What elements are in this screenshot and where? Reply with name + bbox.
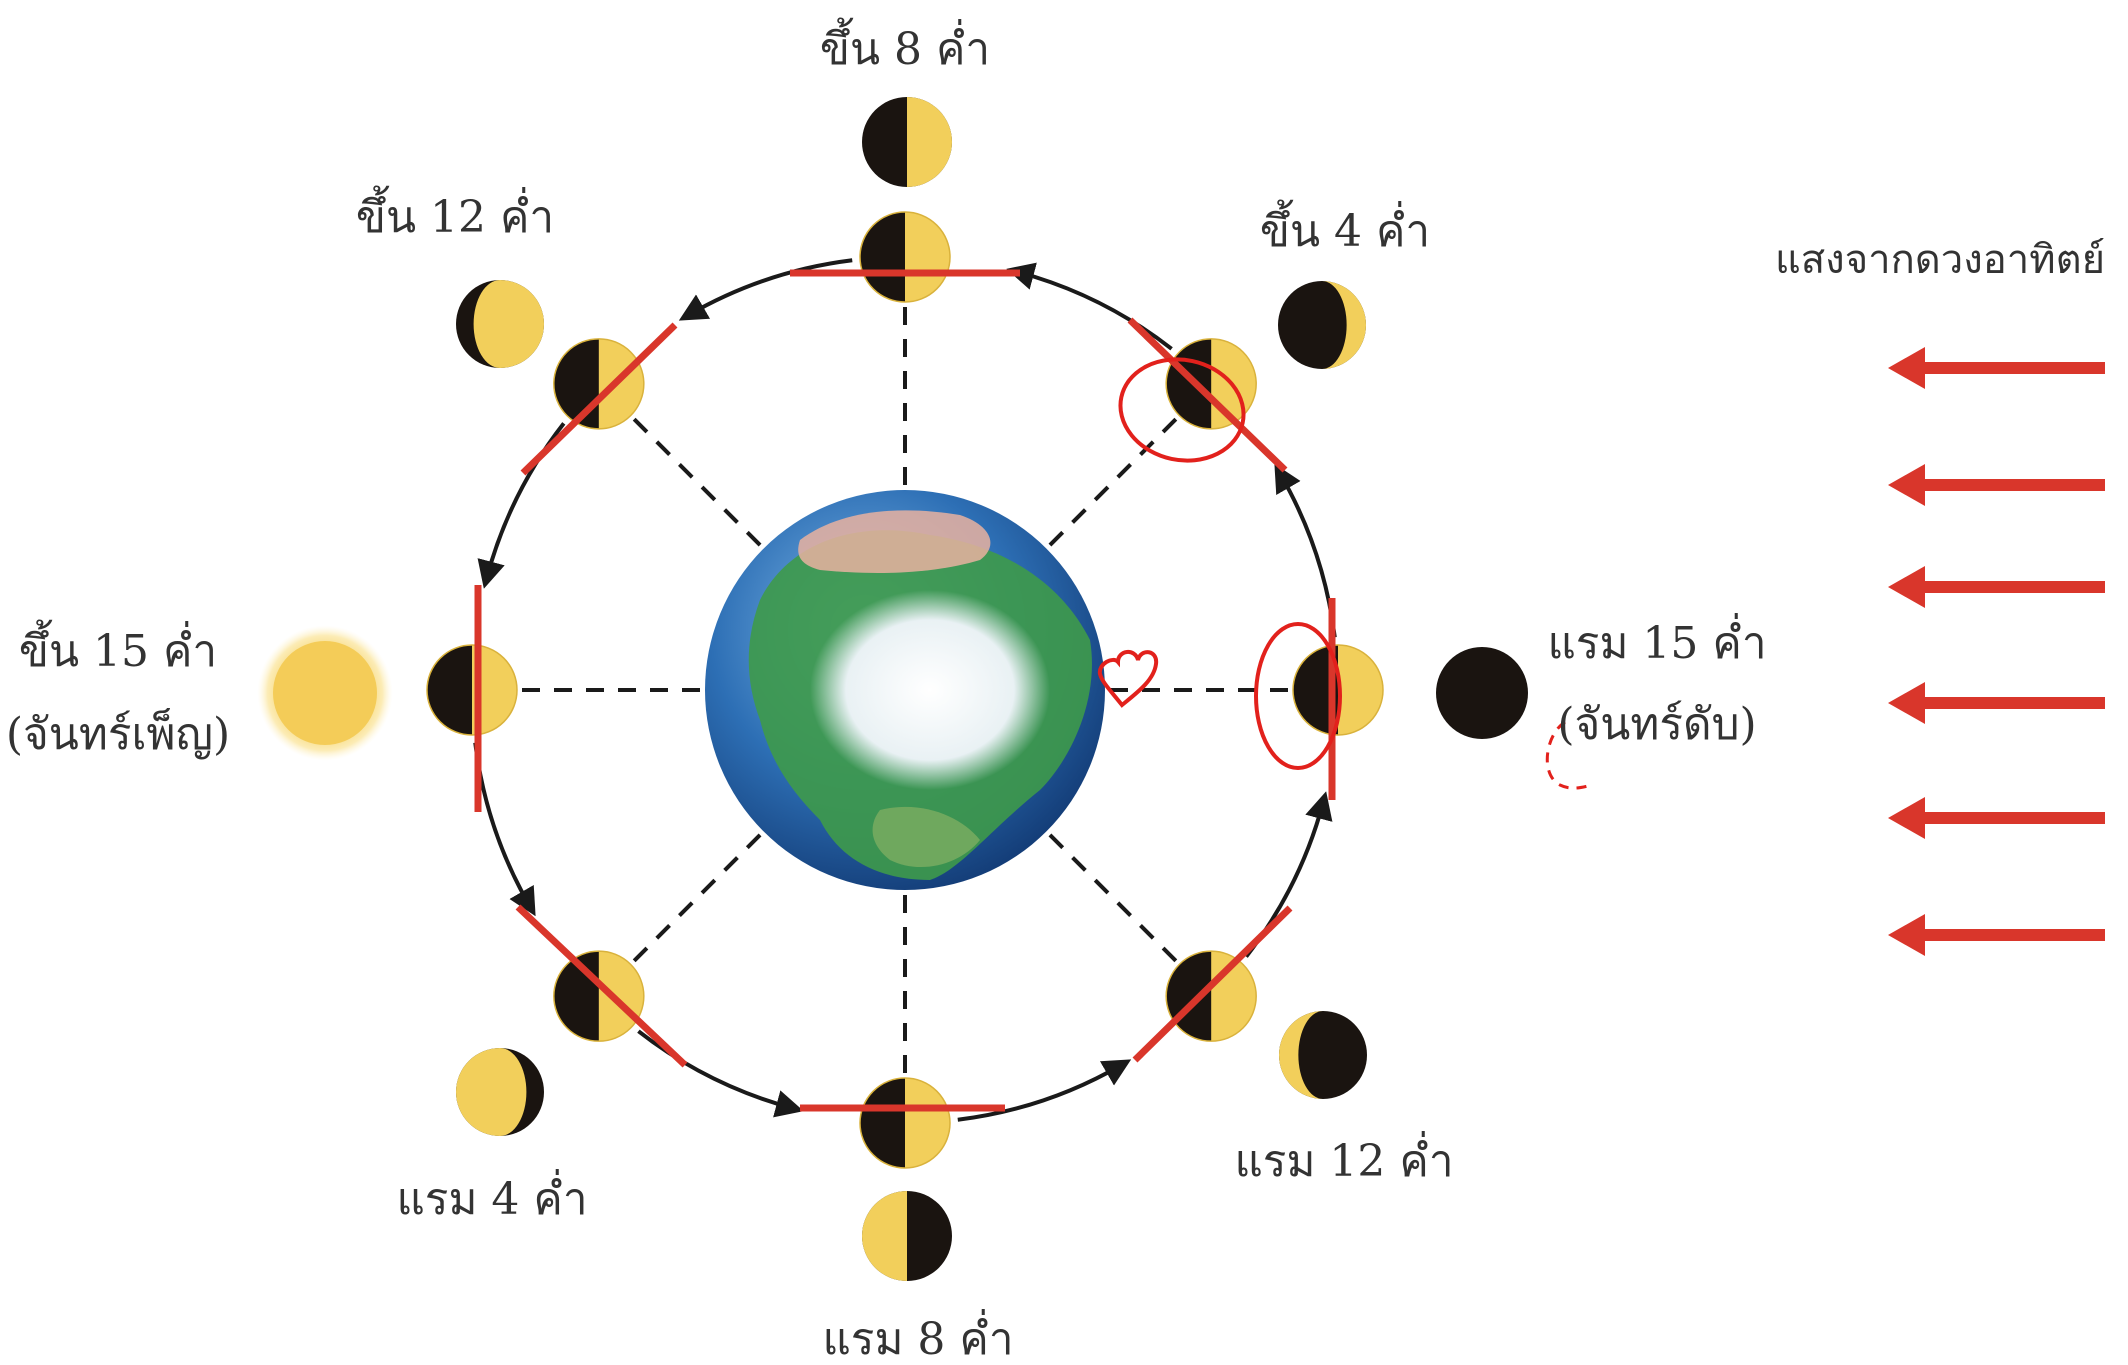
apparent-moon-waxing-12 (456, 280, 544, 369)
sunlight-label: แสงจากดวงอาทิตย์ (1774, 237, 2106, 283)
label-new-sub: (จันทร์ดับ) (1557, 699, 1757, 750)
moon-dark-half (860, 212, 905, 302)
arrow-shaft (1910, 479, 2105, 491)
orbit-arc-2 (678, 258, 853, 321)
label-waning-8: แรม 8 ค่ำ (822, 1314, 1014, 1365)
apparent-moon-waning-12 (1279, 1011, 1367, 1099)
apparent-moon-waxing-8 (862, 97, 952, 187)
earth-south (872, 806, 980, 868)
orbit-moon-full (426, 644, 518, 736)
sunlight-arrow-3 (1888, 566, 2105, 608)
orbit-arc-4 (473, 742, 536, 917)
sunlight-arrow-6 (1888, 914, 2105, 956)
orbit-moon-waning-8 (859, 1077, 951, 1169)
moon-rim (859, 1077, 951, 1169)
moon-lit (1322, 281, 1366, 369)
red-dashed-mark (1545, 720, 1589, 790)
moon-rim (1292, 644, 1384, 736)
orbit-arc-6 (957, 1059, 1132, 1122)
orbit-arc-0 (1274, 463, 1337, 638)
moon-lit (456, 1048, 527, 1136)
moon-rim (1165, 950, 1257, 1042)
moon-lit (862, 1191, 907, 1281)
spoke-5 (631, 833, 762, 964)
arrow-shaft (1910, 581, 2105, 593)
moon-lit (907, 97, 952, 187)
arrow-head (1888, 682, 1925, 724)
moon-rim (553, 950, 645, 1042)
moon-lit (473, 280, 544, 369)
arrow-head (1888, 464, 1925, 506)
orbit-arc-5 (637, 1029, 804, 1118)
orbit-moon-waning-4 (553, 950, 645, 1042)
moon-rim (859, 211, 951, 303)
orbit-moon-waxing-12 (553, 338, 645, 430)
apparent-moon-waning-8 (862, 1191, 952, 1281)
earth-heart (1097, 650, 1159, 708)
apparent-moon-waxing-4 (1278, 281, 1366, 369)
apparent-moon-new (1436, 647, 1528, 739)
arrow-shaft (1910, 812, 2105, 824)
earth (705, 490, 1159, 890)
moon-rim (553, 338, 645, 430)
orbit-arc-3 (477, 422, 566, 589)
moon-rim (1165, 338, 1257, 430)
sunlight-arrow-4 (1888, 682, 2105, 724)
arrow-head (1888, 797, 1925, 839)
earth-desert (798, 510, 991, 573)
moon-shadow (1436, 647, 1528, 739)
arrow-head (1888, 566, 1925, 608)
label-waxing-12: ขึ้น 12 ค่ำ (355, 192, 555, 243)
label-waning-12: แรม 12 ค่ำ (1234, 1136, 1454, 1187)
arrow-shaft (1910, 697, 2105, 709)
label-waxing-8: ขึ้น 8 ค่ำ (819, 24, 991, 75)
orbit-arc-1 (1006, 262, 1173, 351)
orbit-arc-7 (1244, 791, 1333, 958)
sunlight-arrow-2 (1888, 464, 2105, 506)
orbit-moon-waning-12 (1165, 950, 1257, 1042)
label-waning-4: แรม 4 ค่ำ (396, 1174, 588, 1225)
label-full: ขึ้น 15 ค่ำ (18, 626, 218, 677)
earth-ice (810, 590, 1050, 790)
moon-dark-half (1166, 338, 1212, 429)
spoke-7 (1048, 833, 1179, 964)
red-tangent-mark-1 (1127, 317, 1288, 473)
moon-dark-half (427, 645, 472, 735)
sunlight-arrow-1 (1888, 347, 2105, 389)
moon-rim (426, 644, 518, 736)
arrow-head (1888, 914, 1925, 956)
orbit-moon-waxing-8 (859, 211, 951, 303)
moon-dark-half (860, 1078, 905, 1168)
moon-disc (273, 641, 377, 745)
arrow-head (1888, 347, 1925, 389)
moon-lit (1279, 1011, 1323, 1099)
label-full-sub: (จันทร์เพ็ญ) (5, 709, 231, 760)
red-tangent-mark-7 (520, 322, 678, 476)
label-new: แรม 15 ค่ำ (1547, 618, 1767, 669)
sunlight-arrow-5 (1888, 797, 2105, 839)
moon-dark-half (1293, 645, 1338, 735)
spoke-3 (631, 416, 762, 547)
apparent-moon-waning-4 (456, 1048, 544, 1136)
apparent-moon-full (257, 625, 393, 761)
label-waxing-4: ขึ้น 4 ค่ำ (1259, 206, 1431, 257)
red-tangent-mark-3 (1132, 905, 1293, 1063)
spoke-1 (1048, 416, 1179, 547)
moon-dark-half (553, 338, 599, 429)
red-tangent-mark-5 (515, 904, 688, 1068)
red-circle-mark (1118, 357, 1246, 463)
arrow-shaft (1910, 362, 2105, 374)
arrow-shaft (1910, 929, 2105, 941)
red-oval-mark (1254, 622, 1342, 770)
